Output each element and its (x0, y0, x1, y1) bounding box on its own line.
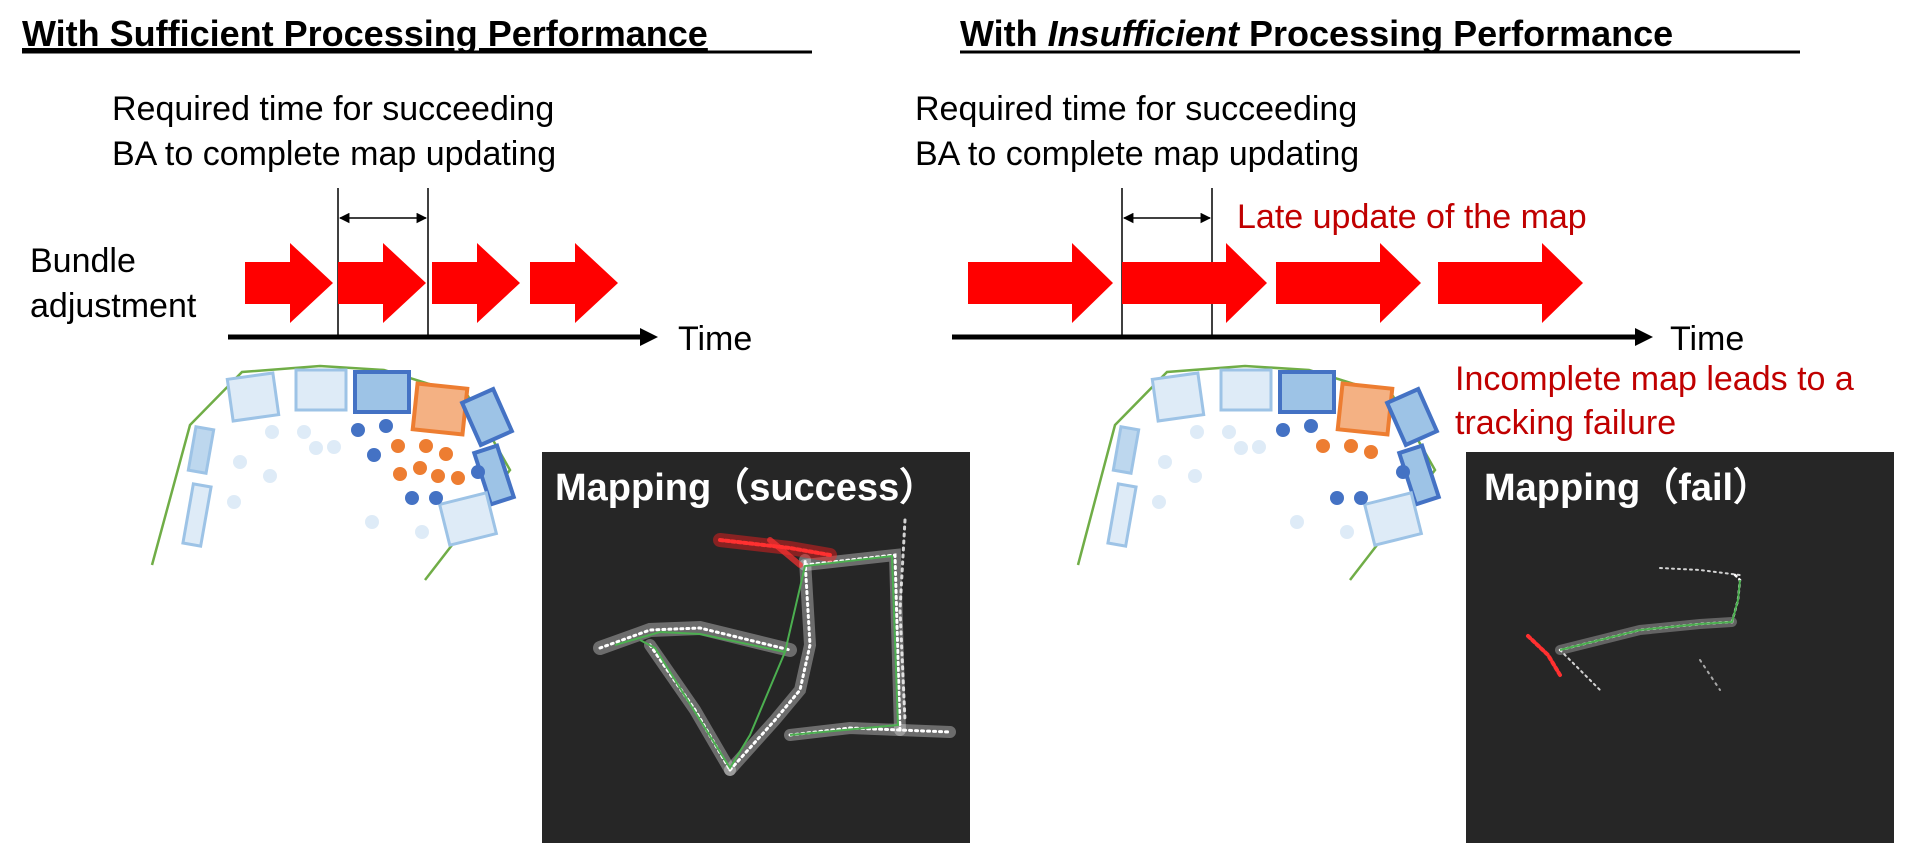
left-note-line2: BA to complete map updating (112, 135, 556, 173)
left-ba-arrow-2 (338, 243, 426, 323)
left-keyframe (225, 371, 281, 423)
right-note-line1: Required time for succeeding (915, 90, 1357, 128)
success-trajectory-a (614, 630, 787, 770)
left-keyframe-active (471, 443, 517, 507)
left-note-line1: Required time for succeeding (112, 90, 554, 128)
right-keyframe (1219, 368, 1273, 412)
success-trajectory-b (784, 554, 900, 736)
mapping-success-background (542, 452, 970, 843)
mapping-fail-title: Mapping（fail） (1484, 467, 1771, 509)
right-ba-arrow-3 (1276, 243, 1421, 323)
left-title: With Sufficient Processing Performance (22, 13, 708, 54)
left-ba-arrow-3 (432, 243, 520, 323)
mapping-fail-background (1466, 452, 1894, 843)
right-panel: With Insufficient Processing Performance… (915, 13, 1894, 843)
right-title-suffix: Processing Performance (1239, 13, 1673, 54)
right-keyframe-current (1335, 381, 1395, 437)
left-ba-arrow-1 (245, 243, 333, 323)
left-map-points-active (351, 419, 485, 505)
right-map-points-current (1316, 439, 1378, 459)
mapping-success-title: Mapping（success） (555, 467, 937, 509)
right-keyframe-active (1384, 386, 1440, 448)
right-keyframe (1106, 482, 1138, 548)
left-keyframe (186, 425, 216, 475)
right-keyframe (1362, 490, 1424, 548)
right-keyframe (1111, 425, 1141, 475)
right-keyframe (1150, 371, 1206, 423)
right-title-prefix: With (960, 13, 1048, 54)
right-time-label: Time (1670, 320, 1744, 358)
mapping-success-image: Mapping（success） (542, 452, 970, 843)
right-title-emphasis: Insufficient (1048, 13, 1241, 54)
right-ba-arrow-2 (1122, 243, 1267, 323)
late-update-label: Late update of the map (1237, 198, 1587, 236)
mapping-fail-image: Mapping（fail） (1466, 452, 1894, 843)
right-keyframe-active (1278, 370, 1336, 414)
right-map-points-active (1276, 419, 1410, 505)
left-time-axis-head (640, 328, 658, 346)
left-map-points-light (227, 425, 429, 539)
right-keyframe-illustration (1076, 364, 1442, 581)
left-ba-arrow-4 (530, 243, 618, 323)
left-keyframe-illustration (150, 364, 517, 581)
ba-label-line1: Bundle (30, 242, 136, 280)
left-panel: With Sufficient Processing Performance R… (22, 13, 970, 843)
right-note-line2: BA to complete map updating (915, 135, 1359, 173)
fail-trajectory (1559, 579, 1741, 651)
right-map-points-light (1152, 425, 1354, 539)
right-title: With Insufficient Processing Performance (960, 13, 1673, 54)
success-point-cloud (593, 518, 956, 776)
right-ba-arrow-1 (968, 243, 1113, 323)
tracking-failure-line2: tracking failure (1455, 404, 1676, 442)
right-time-axis-head (1635, 328, 1653, 346)
left-keyframe (181, 482, 213, 548)
right-keyframe-active (1396, 443, 1442, 507)
left-keyframe (437, 490, 499, 548)
left-keyframe-active (353, 370, 411, 414)
left-time-label: Time (678, 320, 752, 358)
left-keyframe-active (459, 386, 515, 448)
left-keyframe (294, 368, 348, 412)
left-map-points-current (391, 439, 465, 485)
right-ba-arrow-4 (1438, 243, 1583, 323)
tracking-failure-line1: Incomplete map leads to a (1455, 360, 1854, 398)
left-keyframe-current (410, 381, 470, 437)
ba-label-line2: adjustment (30, 287, 197, 325)
